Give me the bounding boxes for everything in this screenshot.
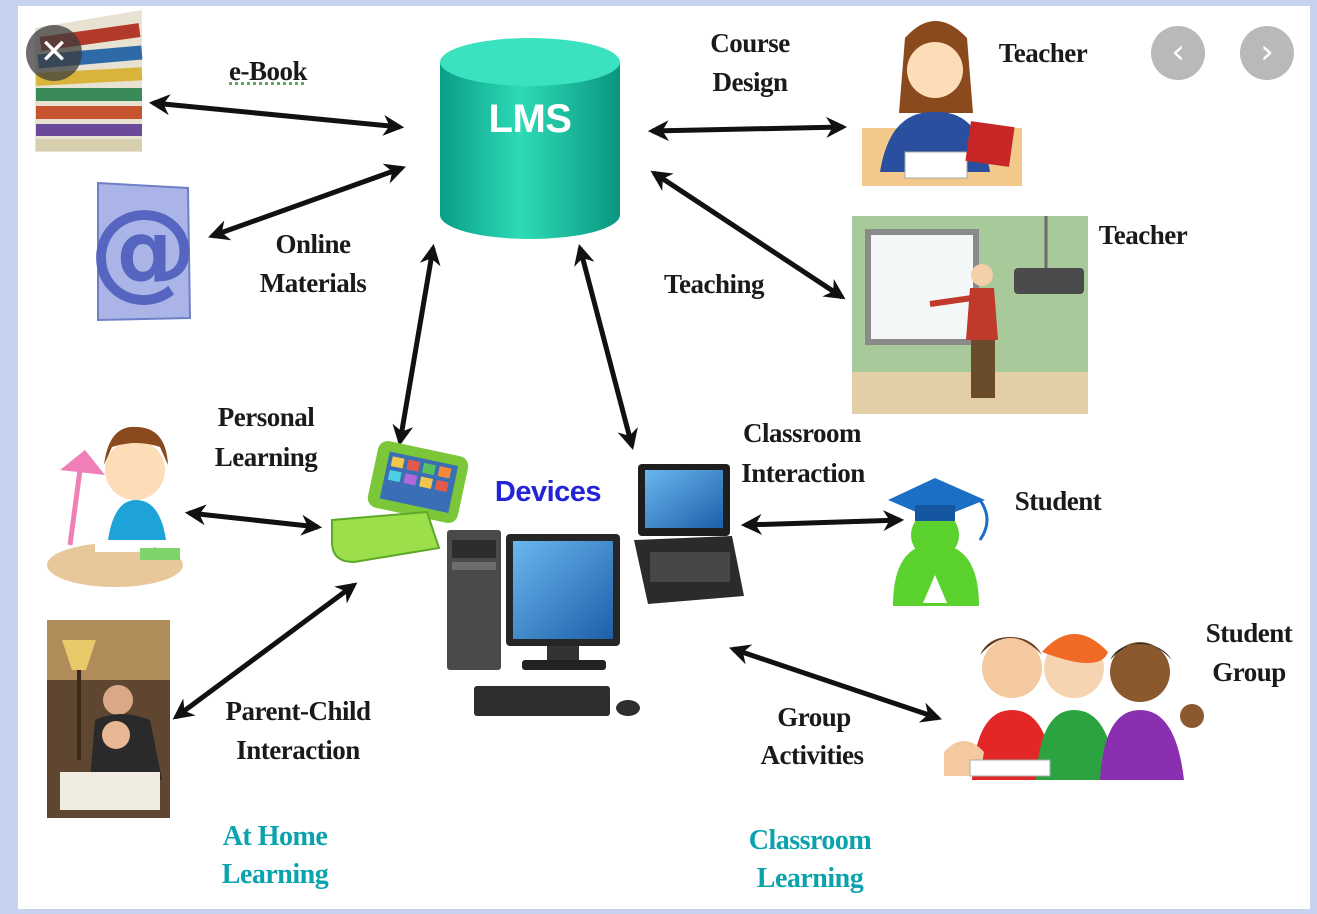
label-course-1: Course [710, 28, 790, 58]
label-group-1: Student [1205, 618, 1293, 648]
label-classroom-2: Interaction [741, 458, 865, 488]
label-classroom-1: Classroom [742, 418, 862, 448]
label-personal-2: Learning [214, 442, 318, 472]
label-home-1: At Home [222, 821, 328, 852]
label-parent-1: Parent-Child [225, 696, 371, 726]
chevron-right-icon[interactable]: › [1240, 26, 1294, 80]
label-teaching: Teaching [663, 269, 765, 299]
label-ebook: e-Book [229, 56, 308, 86]
label-course-2: Design [712, 67, 788, 97]
label-activities-2: Activities [760, 740, 864, 770]
label-parent-2: Interaction [236, 735, 360, 765]
label-online-1: Online [275, 229, 351, 259]
chevron-left-icon[interactable]: ‹ [1151, 26, 1205, 80]
label-online-2: Materials [259, 268, 367, 298]
label-activities-1: Group [777, 702, 851, 732]
label-home-2: Learning [221, 859, 329, 890]
label-classlearn-2: Learning [756, 863, 864, 894]
lms-label: LMS [488, 97, 572, 141]
label-personal-1: Personal [217, 402, 315, 432]
label-student: Student [1014, 486, 1102, 516]
label-teacher-1: Teacher [998, 38, 1088, 68]
label-teacher-2: Teacher [1098, 220, 1188, 250]
label-devices: Devices [494, 476, 602, 508]
close-icon[interactable]: ✕ [26, 25, 82, 81]
label-classlearn-1: Classroom [748, 825, 872, 856]
label-group-2: Group [1212, 657, 1286, 687]
